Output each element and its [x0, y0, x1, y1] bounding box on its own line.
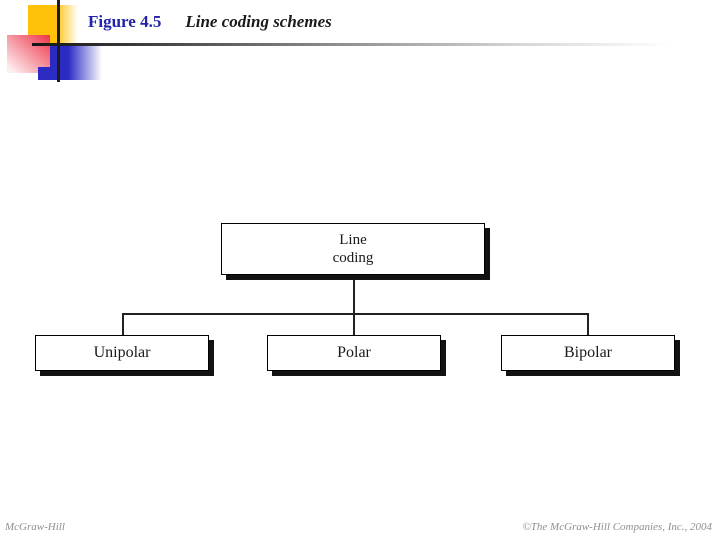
- footer-copyright: ©The McGraw-Hill Companies, Inc., 2004: [522, 521, 712, 533]
- connector-bipolar-drop: [587, 313, 589, 335]
- node-bipolar: Bipolar: [501, 335, 675, 371]
- decoration-red-square: [7, 35, 50, 73]
- connector-unipolar-drop: [122, 313, 124, 335]
- node-polar: Polar: [267, 335, 441, 371]
- node-line-coding: Line coding: [221, 223, 485, 275]
- figure-number-label: Figure 4.5: [88, 12, 162, 31]
- slide-title: Figure 4.5 Line coding schemes: [88, 12, 332, 32]
- decoration-horizontal-rule: [32, 43, 720, 46]
- decoration-vertical-line: [57, 0, 60, 82]
- node-unipolar: Unipolar: [35, 335, 209, 371]
- connector-horizontal: [122, 313, 589, 315]
- footer-publisher: McGraw-Hill: [5, 521, 65, 533]
- connector-root-vertical: [353, 276, 355, 335]
- decoration-blue-notch: [38, 67, 52, 80]
- figure-caption: Line coding schemes: [185, 12, 332, 31]
